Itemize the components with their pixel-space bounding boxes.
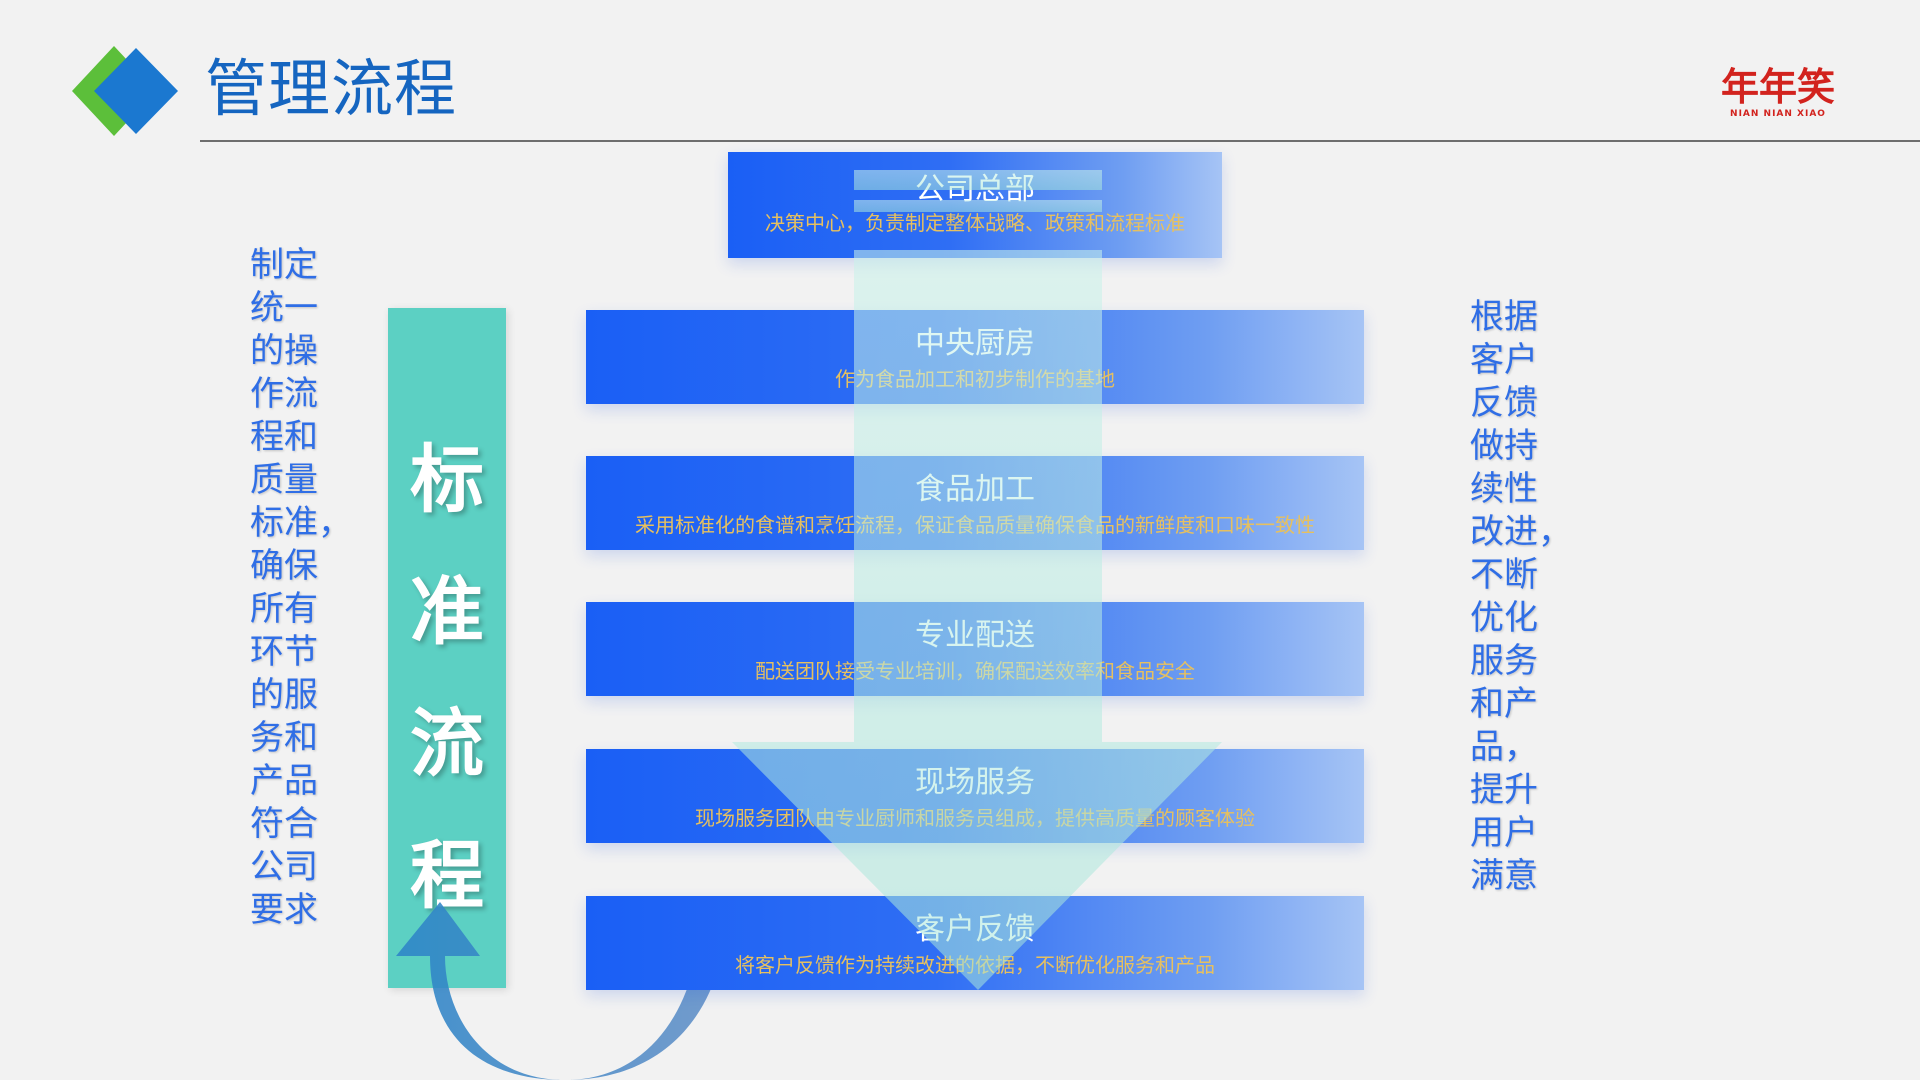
step-customer-feedback: 客户反馈 将客户反馈作为持续改进的依据，不断优化服务和产品 [586,896,1364,990]
standard-process-label: 标 准 流 程 [410,437,484,919]
left-note: 制定 统一 的操 作流 程和 质量 标准， 确保 所有 环节 的服 务和 产品 … [250,245,352,930]
step-title: 中央厨房 [915,326,1035,361]
step-description: 配送团队接受专业培训，确保配送效率和食品安全 [755,659,1195,683]
standard-process-bar: 标 准 流 程 [388,308,506,988]
right-note: 根据 客户 反馈 做持 续性 改进， 不断 优化 服务 和产 品， 提升 用户 … [1470,297,1572,896]
step-description: 现场服务团队由专业厨师和服务员组成，提供高质量的顾客体验 [695,806,1255,830]
step-title: 专业配送 [915,618,1035,653]
svg-text:年年笑: 年年笑 [1721,65,1835,109]
step-title: 食品加工 [915,472,1035,507]
step-description: 将客户反馈作为持续改进的依据，不断优化服务和产品 [735,953,1215,977]
step-delivery: 专业配送 配送团队接受专业培训，确保配送效率和食品安全 [586,602,1364,696]
step-description: 作为食品加工和初步制作的基地 [835,367,1115,391]
step-description: 决策中心，负责制定整体战略、政策和流程标准 [765,211,1185,235]
page-title: 管理流程 [205,52,458,125]
loop-arrow-icon [396,898,728,1080]
step-title: 公司总部 [915,172,1035,207]
step-title: 现场服务 [915,765,1035,800]
svg-text:NIAN NIAN XIAO: NIAN NIAN XIAO [1730,109,1826,119]
brand-logo: 年年笑 NIAN NIAN XIAO [1721,65,1835,119]
down-arrow-icon [732,170,1222,990]
diamond-logo-icon [72,46,178,136]
step-description: 采用标准化的食谱和烹饪流程，保证食品质量确保食品的新鲜度和口味一致性 [635,513,1315,537]
step-food-processing: 食品加工 采用标准化的食谱和烹饪流程，保证食品质量确保食品的新鲜度和口味一致性 [586,456,1364,550]
step-central-kitchen: 中央厨房 作为食品加工和初步制作的基地 [586,310,1364,404]
header-divider [200,140,1920,142]
step-title: 客户反馈 [915,912,1035,947]
step-headquarters: 公司总部 决策中心，负责制定整体战略、政策和流程标准 [728,152,1222,258]
step-onsite-service: 现场服务 现场服务团队由专业厨师和服务员组成，提供高质量的顾客体验 [586,749,1364,843]
